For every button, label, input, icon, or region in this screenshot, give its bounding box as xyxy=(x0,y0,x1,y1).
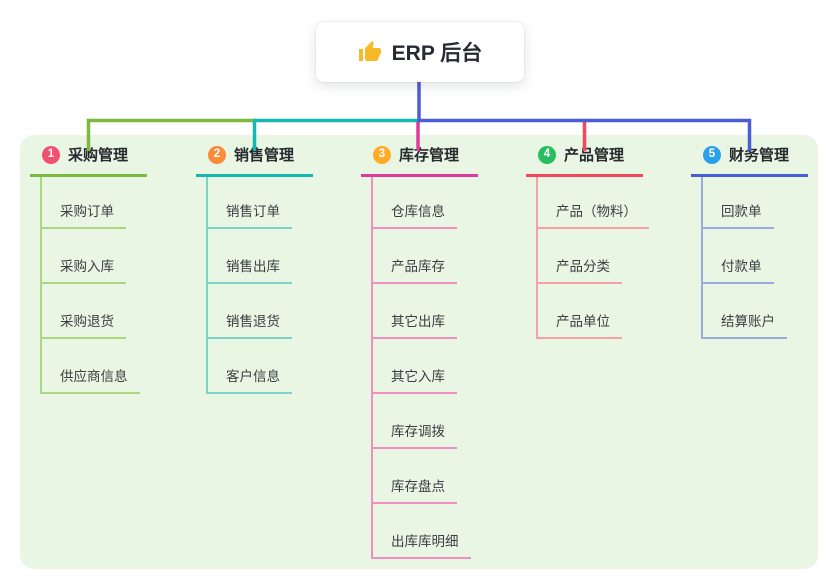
branch-connectors xyxy=(86,82,752,151)
branch-children: 产品（物料） 产品分类 产品单位 xyxy=(536,177,649,339)
branch-node[interactable]: 5 财务管理 xyxy=(691,135,808,177)
child-node-label: 采购退货 xyxy=(42,314,126,339)
child-node[interactable]: 仓库信息 xyxy=(373,177,478,229)
connector-branch-2 xyxy=(252,118,419,151)
child-node[interactable]: 回款单 xyxy=(703,177,808,229)
child-node-label: 库存盘点 xyxy=(373,479,457,504)
branch-node[interactable]: 4 产品管理 xyxy=(526,135,643,177)
branch-number-badge: 2 xyxy=(208,145,226,164)
child-node[interactable]: 采购入库 xyxy=(42,229,147,284)
child-node[interactable]: 付款单 xyxy=(703,229,808,284)
child-node-label: 产品单位 xyxy=(538,314,622,339)
branch-label: 采购管理 xyxy=(68,147,129,164)
branch-column: 2 销售管理 销售订单 销售出库 销售退货 客户信息 xyxy=(196,135,313,394)
branch-children: 仓库信息 产品库存 其它出库 其它入库 库存调拨 库存盘点 出库库明细 xyxy=(371,177,478,559)
child-node-label: 销售出库 xyxy=(208,259,292,284)
branch-number-badge: 4 xyxy=(538,145,556,164)
branch-children: 采购订单 采购入库 采购退货 供应商信息 xyxy=(40,177,147,394)
connector-branch-1 xyxy=(86,118,256,151)
child-node-label: 销售退货 xyxy=(208,314,292,339)
branches-panel: 1 采购管理 采购订单 采购入库 采购退货 供应商信息 2 销售管理 销售订单 … xyxy=(20,135,818,569)
branch-label: 产品管理 xyxy=(564,147,625,164)
child-node[interactable]: 销售出库 xyxy=(208,229,313,284)
branch-column: 4 产品管理 产品（物料） 产品分类 产品单位 xyxy=(526,135,649,339)
child-node-label: 其它入库 xyxy=(373,369,457,394)
child-node[interactable]: 产品分类 xyxy=(538,229,643,284)
branch-column: 5 财务管理 回款单 付款单 结算账户 xyxy=(691,135,808,339)
child-node-label: 其它出库 xyxy=(373,314,457,339)
root-node[interactable]: ERP 后台 xyxy=(316,22,524,82)
branch-children: 销售订单 销售出库 销售退货 客户信息 xyxy=(206,177,313,394)
child-node-label: 销售订单 xyxy=(208,204,292,229)
branch-children: 回款单 付款单 结算账户 xyxy=(701,177,808,339)
child-node[interactable]: 客户信息 xyxy=(208,339,313,394)
branch-number-badge: 5 xyxy=(703,145,721,164)
child-node-label: 采购订单 xyxy=(42,204,126,229)
child-node[interactable]: 结算账户 xyxy=(703,284,808,339)
child-node[interactable]: 其它入库 xyxy=(373,339,478,394)
child-node[interactable]: 产品（物料） xyxy=(538,177,649,229)
child-node[interactable]: 库存调拨 xyxy=(373,394,478,449)
child-node[interactable]: 供应商信息 xyxy=(42,339,147,394)
branch-number-badge: 3 xyxy=(373,145,391,164)
child-node-label: 供应商信息 xyxy=(42,369,140,394)
child-node-label: 客户信息 xyxy=(208,369,292,394)
branch-column: 1 采购管理 采购订单 采购入库 采购退货 供应商信息 xyxy=(30,135,147,394)
thumbs-up-icon xyxy=(358,41,381,61)
branch-label: 财务管理 xyxy=(729,147,790,164)
child-node[interactable]: 其它出库 xyxy=(373,284,478,339)
child-node[interactable]: 采购订单 xyxy=(42,177,147,229)
branch-label: 销售管理 xyxy=(234,147,295,164)
branch-number-badge: 1 xyxy=(42,145,60,164)
child-node[interactable]: 库存盘点 xyxy=(373,449,478,504)
branch-node[interactable]: 3 库存管理 xyxy=(361,135,478,177)
child-node[interactable]: 产品单位 xyxy=(538,284,643,339)
branch-node[interactable]: 2 销售管理 xyxy=(196,135,313,177)
child-node-label: 库存调拨 xyxy=(373,424,457,449)
child-node[interactable]: 产品库存 xyxy=(373,229,478,284)
branch-node[interactable]: 1 采购管理 xyxy=(30,135,147,177)
child-node-label: 结算账户 xyxy=(703,314,787,339)
child-node[interactable]: 销售退货 xyxy=(208,284,313,339)
child-node-label: 出库库明细 xyxy=(373,534,471,559)
child-node-label: 付款单 xyxy=(703,259,774,284)
child-node[interactable]: 出库库明细 xyxy=(373,504,478,559)
child-node-label: 回款单 xyxy=(703,204,774,229)
branch-label: 库存管理 xyxy=(399,147,460,164)
child-node-label: 产品（物料） xyxy=(538,204,649,229)
connector-branch-5 xyxy=(419,118,752,151)
root-node-label: ERP 后台 xyxy=(391,42,483,65)
child-node-label: 产品分类 xyxy=(538,259,622,284)
child-node-label: 仓库信息 xyxy=(373,204,457,229)
child-node[interactable]: 采购退货 xyxy=(42,284,147,339)
child-node-label: 产品库存 xyxy=(373,259,457,284)
child-node-label: 采购入库 xyxy=(42,259,126,284)
child-node[interactable]: 销售订单 xyxy=(208,177,313,229)
branch-column: 3 库存管理 仓库信息 产品库存 其它出库 其它入库 库存调拨 库存盘点 出库库… xyxy=(361,135,478,559)
